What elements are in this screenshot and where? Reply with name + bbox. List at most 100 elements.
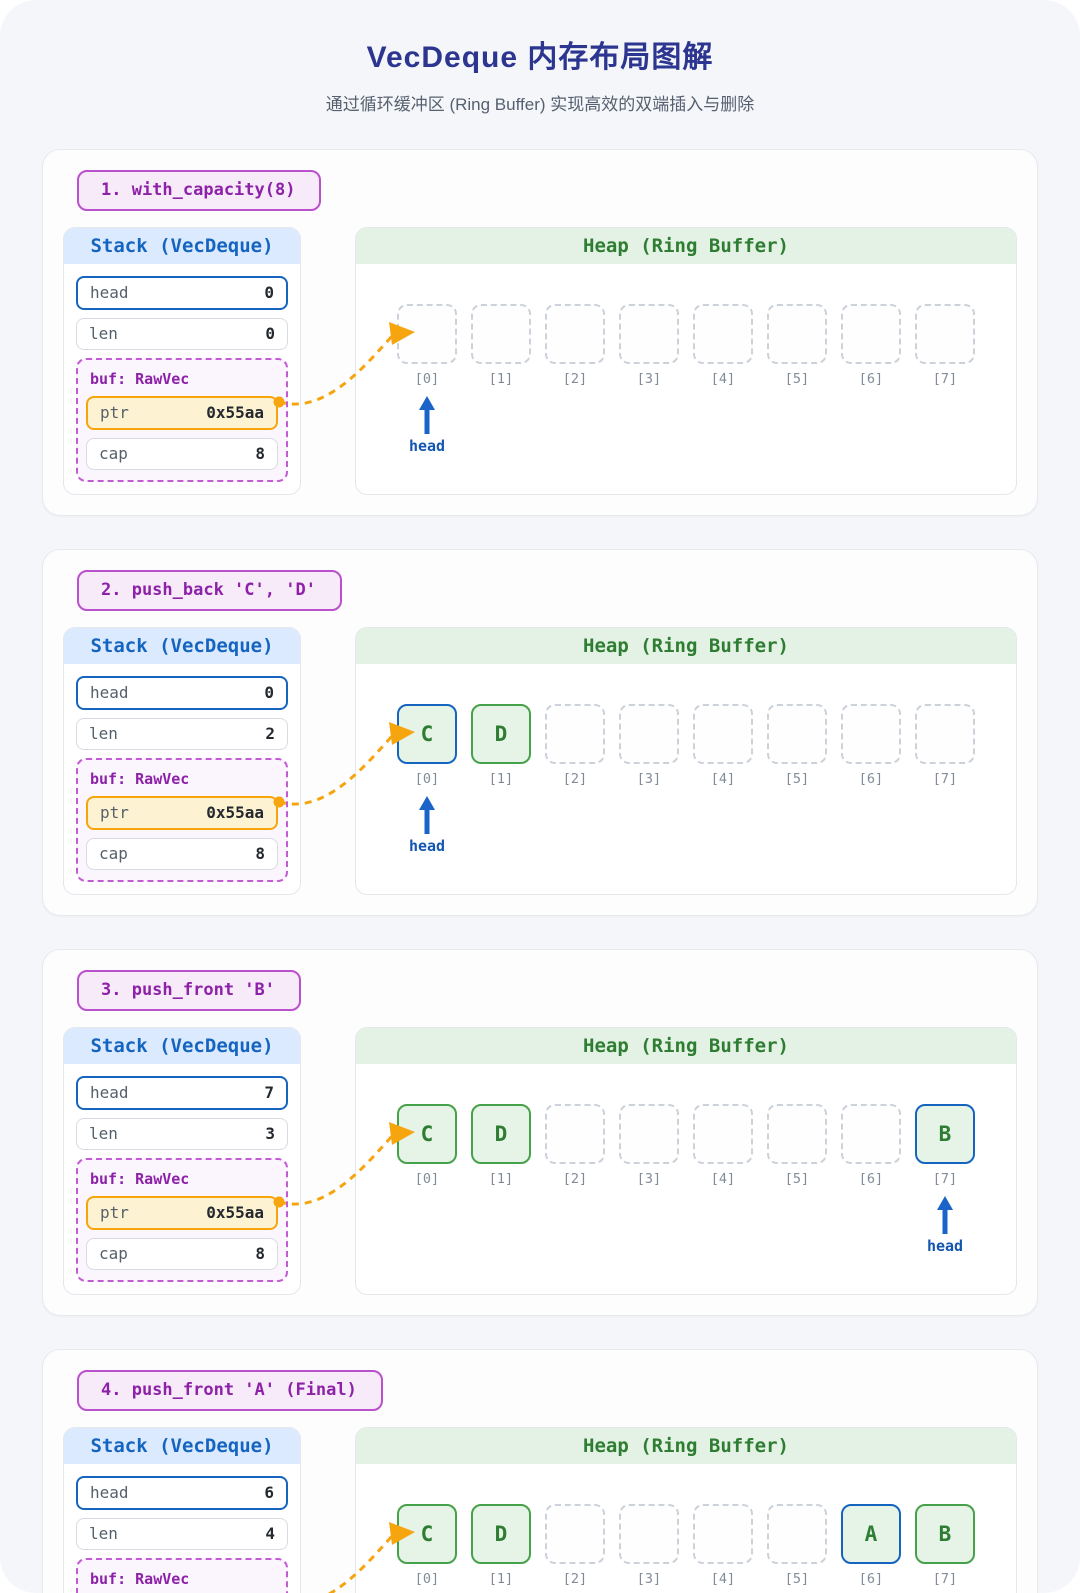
slot-index-label: [5] — [784, 371, 810, 387]
step-card-3: 3. push_front 'B' Stack (VecDeque) head … — [42, 949, 1038, 1316]
slot-index-label: [2] — [562, 1571, 588, 1587]
step-card-1: 1. with_capacity(8) Stack (VecDeque) hea… — [42, 149, 1038, 516]
step-badge-label: 4. push_front 'A' (Final) — [101, 1380, 357, 1400]
slot-box-empty — [841, 704, 901, 764]
slot-box-empty — [545, 304, 605, 364]
heap-slot-7: B[7]head — [915, 1104, 975, 1266]
field-head-label: head — [90, 1083, 129, 1102]
slot-index-label: [5] — [784, 1571, 810, 1587]
page-header: VecDeque 内存布局图解 通过循环缓冲区 (Ring Buffer) 实现… — [0, 0, 1080, 115]
slot-index-label: [2] — [562, 1171, 588, 1187]
heap-slot-0: [0]head — [397, 304, 457, 466]
heap-slot-5: [5] — [767, 1104, 827, 1266]
field-len-label: len — [89, 1524, 118, 1543]
rawvec-box: buf: RawVec ptr 0x55aa cap 8 — [76, 358, 288, 482]
slot-index-label: [6] — [858, 771, 884, 787]
heap-slot-4: [4] — [693, 704, 753, 866]
heap-slot-3: [3] — [619, 1104, 679, 1266]
step-badge: 3. push_front 'B' — [77, 970, 301, 1011]
field-head: head 0 — [76, 276, 288, 310]
field-cap-label: cap — [99, 1244, 128, 1263]
head-label: head — [926, 1237, 964, 1255]
heap-slot-7: [7] — [915, 304, 975, 466]
stack-panel-title: Stack (VecDeque) — [64, 628, 300, 664]
slot-index-label: [6] — [858, 1171, 884, 1187]
field-len-label: len — [89, 1124, 118, 1143]
slot-index-label: [1] — [488, 371, 514, 387]
page-subtitle: 通过循环缓冲区 (Ring Buffer) 实现高效的双端插入与删除 — [325, 95, 755, 114]
rawvec-box: buf: RawVec ptr 0x55aa cap 8 — [76, 758, 288, 882]
heap-panel: Heap (Ring Buffer) C[0]D[1][2][3][4][5][… — [355, 1027, 1017, 1295]
heap-slot-2: [2] — [545, 704, 605, 866]
field-cap-value: 8 — [255, 844, 265, 863]
heap-slot-1: D[1] — [471, 1504, 531, 1593]
field-cap: cap 8 — [86, 838, 278, 870]
rawvec-label: buf: RawVec — [90, 370, 190, 388]
field-head: head 6 — [76, 1476, 288, 1510]
slot-index-label: [3] — [636, 371, 662, 387]
slot-index-label: [3] — [636, 771, 662, 787]
heap-slots: C[0]D[1][2][3][4][5][6]B[7]head — [356, 1104, 1016, 1266]
step-badge-label: 3. push_front 'B' — [101, 980, 275, 1000]
slot-box-value: C — [397, 704, 457, 764]
field-cap-label: cap — [99, 844, 128, 863]
stack-panel-title: Stack (VecDeque) — [64, 228, 300, 264]
heap-panel-title: Heap (Ring Buffer) — [356, 1428, 1016, 1464]
step-badge-label: 1. with_capacity(8) — [101, 180, 296, 200]
field-ptr-value: 0x55aa — [206, 803, 264, 822]
field-head-label: head — [90, 1483, 129, 1502]
slot-box-empty — [545, 1504, 605, 1564]
heap-panel: Heap (Ring Buffer) C[0]D[1][2]logical ba… — [355, 1427, 1017, 1593]
slot-box-empty — [693, 304, 753, 364]
slot-index-label: [6] — [858, 1571, 884, 1587]
field-head: head 0 — [76, 676, 288, 710]
heap-slot-6: [6] — [841, 304, 901, 466]
rawvec-label: buf: RawVec — [90, 1170, 190, 1188]
field-ptr: ptr 0x55aa — [86, 396, 278, 430]
step-body: Stack (VecDeque) head 7 len 3 buf: RawVe… — [63, 1027, 1017, 1295]
slot-index-label: [3] — [636, 1571, 662, 1587]
step-badge-label: 2. push_back 'C', 'D' — [101, 580, 316, 600]
stack-panel: Stack (VecDeque) head 6 len 4 buf: RawVe… — [63, 1427, 301, 1593]
field-head: head 7 — [76, 1076, 288, 1110]
field-head-value: 0 — [264, 683, 274, 702]
field-ptr-label: ptr — [100, 1203, 129, 1222]
slot-index-label: [1] — [488, 771, 514, 787]
slot-index-label: [0] — [414, 771, 440, 787]
field-head-label: head — [90, 283, 129, 302]
slot-box-empty — [619, 1104, 679, 1164]
slot-box-empty — [767, 704, 827, 764]
heap-slot-7: [7] — [915, 704, 975, 866]
stack-panel: Stack (VecDeque) head 7 len 3 buf: RawVe… — [63, 1027, 301, 1295]
heap-slots: [0]head[1][2][3][4][5][6][7] — [356, 304, 1016, 466]
field-ptr-label: ptr — [100, 403, 129, 422]
heap-slot-3: [3] — [619, 1504, 679, 1593]
heap-panel: Heap (Ring Buffer) [0]head[1][2][3][4][5… — [355, 227, 1017, 495]
slot-box-empty — [915, 304, 975, 364]
slot-box-empty — [397, 304, 457, 364]
rawvec-box: buf: RawVec ptr 0x55aa cap 8 — [76, 1158, 288, 1282]
slot-box-empty — [841, 304, 901, 364]
field-ptr: ptr 0x55aa — [86, 796, 278, 830]
field-len-label: len — [89, 324, 118, 343]
slot-box-empty — [619, 304, 679, 364]
slot-box-empty — [915, 704, 975, 764]
heap-slot-6: [6] — [841, 1104, 901, 1266]
slot-box-empty — [471, 304, 531, 364]
slot-index-label: [2] — [562, 771, 588, 787]
heap-slot-6: [6] — [841, 704, 901, 866]
stack-panel-title: Stack (VecDeque) — [64, 1028, 300, 1064]
slot-index-label: [0] — [414, 1171, 440, 1187]
heap-slot-3: [3] — [619, 304, 679, 466]
stack-panel-title: Stack (VecDeque) — [64, 1428, 300, 1464]
slot-index-label: [5] — [784, 771, 810, 787]
stack-body: head 0 len 2 buf: RawVec ptr 0x55aa — [64, 664, 300, 894]
slot-index-label: [1] — [488, 1571, 514, 1587]
head-arrow-icon — [419, 396, 435, 434]
heap-slot-1: D[1] — [471, 704, 531, 866]
head-arrow-icon — [419, 796, 435, 834]
heap-slot-3: [3] — [619, 704, 679, 866]
heap-slot-5: [5] — [767, 304, 827, 466]
